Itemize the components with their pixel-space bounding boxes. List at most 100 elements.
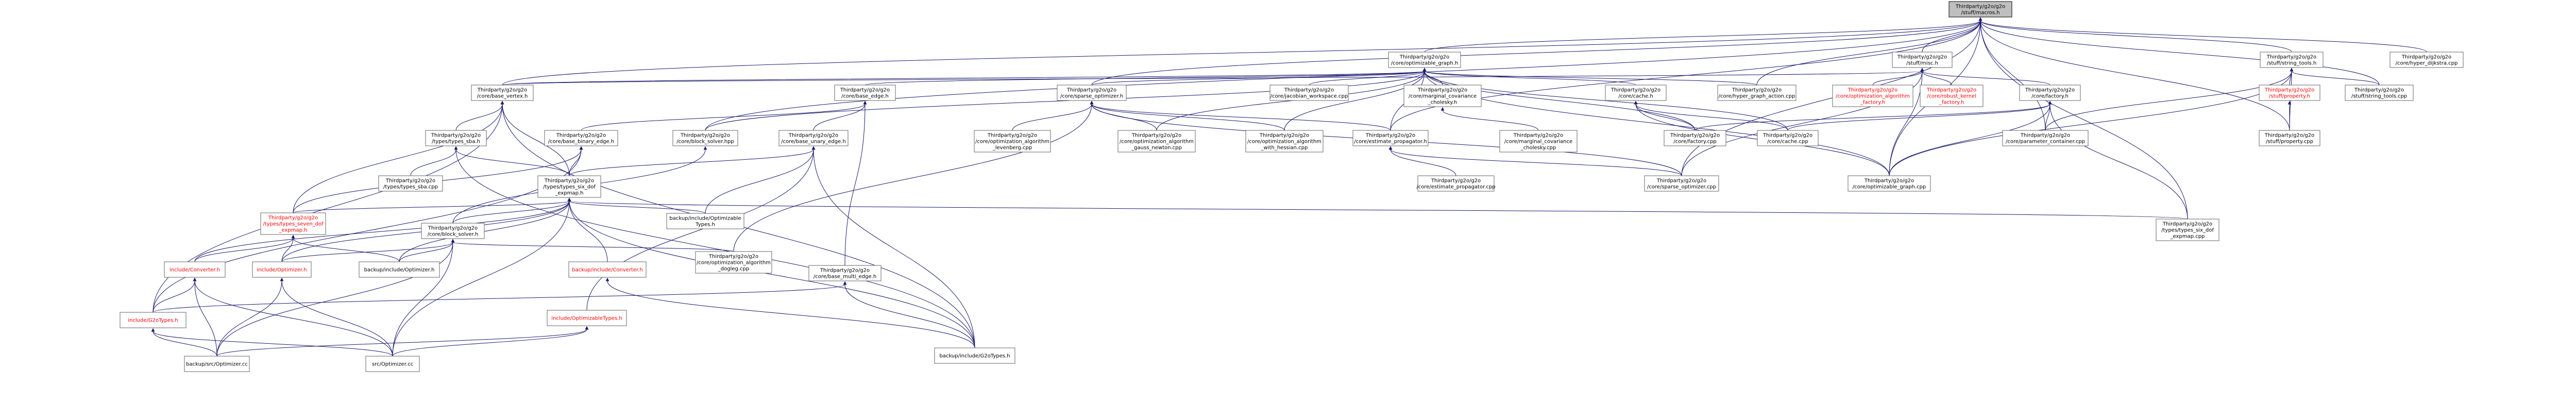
node-box: [1245, 130, 1324, 153]
node-box: [2345, 85, 2414, 101]
node-box: [2389, 52, 2464, 68]
node-label-line: /core/cache.cpp: [1767, 139, 1808, 145]
dependency-edge: [1284, 68, 1427, 131]
node-label-line: /core/base_vertex.h: [477, 94, 528, 99]
graph-node-marg-cov-cpp[interactable]: Thirdparty/g2o/g2o/core/marginal_covaria…: [1499, 130, 1578, 153]
node-label-line: Thirdparty/g2o/g2o: [788, 133, 838, 139]
node-label-line: Thirdparty/g2o/g2o: [1513, 133, 1563, 139]
node-box: [425, 130, 487, 146]
node-label-line: Thirdparty/g2o/g2o: [1955, 4, 2005, 10]
graph-node-types-six-cpp[interactable]: Thirdparty/g2o/g2o/types/types_six_dof_e…: [2156, 219, 2219, 241]
node-box: [2259, 130, 2320, 146]
graph-node-marg-cov-h[interactable]: Thirdparty/g2o/g2o/core/marginal_covaria…: [1403, 85, 1482, 107]
dependency-edge: [1091, 17, 1982, 86]
graph-node-opt-hess[interactable]: Thirdparty/g2o/g2o/core/optimization_alg…: [1245, 130, 1324, 153]
graph-node-factory-h[interactable]: Thirdparty/g2o/g2o/core/factory.h: [2019, 85, 2081, 101]
graph-node-base-binary[interactable]: Thirdparty/g2o/g2o/core/base_binary_edge…: [544, 130, 618, 146]
graph-node-base-edge[interactable]: Thirdparty/g2o/g2o/core/base_edge.h: [834, 85, 896, 101]
dependency-edge: [1756, 17, 1982, 86]
graph-node-backup-optimizer-h[interactable]: backup/include/Optimizer.h: [359, 261, 440, 278]
graph-node-inc-optimizer[interactable]: include/Optimizer.h: [252, 261, 312, 278]
graph-node-jac-ws[interactable]: Thirdparty/g2o/g2o/core/jacobian_workspa…: [1269, 85, 1349, 101]
dependency-edge: [1309, 68, 1427, 86]
node-label-line: /core/block_solver.hpp: [676, 139, 734, 145]
graph-node-root[interactable]: Thirdparty/g2o/g2o/stuff/macros.h: [1948, 1, 2012, 18]
graph-node-block-solver-h[interactable]: Thirdparty/g2o/g2o/core/block_solver.h: [421, 223, 485, 239]
dependency-edge: [2045, 68, 2294, 131]
graph-node-backup-g2otypes[interactable]: backup/include/G2oTypes.h: [934, 347, 1015, 364]
graph-node-inc-converter[interactable]: include/Converter.h: [164, 261, 226, 278]
node-label-line: Thirdparty/g2o/g2o: [1365, 133, 1415, 139]
node-box: [1848, 175, 1931, 192]
graph-node-types-seven[interactable]: Thirdparty/g2o/g2o/types/types_seven_dof…: [260, 212, 326, 235]
node-box: [120, 312, 187, 328]
graph-node-base-unary[interactable]: Thirdparty/g2o/g2o/core/base_unary_edge.…: [778, 130, 849, 146]
graph-node-hyper-graph-action[interactable]: Thirdparty/g2o/g2o/core/hyper_graph_acti…: [1717, 85, 1797, 101]
dependency-edge: [1681, 17, 1982, 176]
graph-node-cache-h[interactable]: Thirdparty/g2o/g2o/core/cache.h: [1605, 85, 1667, 101]
graph-node-opt-gn[interactable]: Thirdparty/g2o/g2o/core/optimization_alg…: [1117, 130, 1196, 153]
graph-node-base-multi[interactable]: Thirdparty/g2o/g2o/core/base_multi_edge.…: [808, 265, 882, 281]
graph-node-backup-opt-types[interactable]: backup/include/OptimizableTypes.h: [666, 213, 744, 229]
node-label-line: Thirdparty/g2o/g2o: [2020, 133, 2070, 139]
graph-node-string-tools-cpp[interactable]: Thirdparty/g2o/g2o/stuff/string_tools.cp…: [2345, 85, 2414, 101]
node-label-line: Thirdparty/g2o/g2o: [2354, 88, 2404, 93]
graph-node-optgraph-cpp[interactable]: Thirdparty/g2o/g2o/core/optimizable_grap…: [1848, 175, 1931, 192]
dependency-edge: [1978, 17, 2290, 131]
graph-node-robust-kernel-factory[interactable]: Thirdparty/g2o/g2o/core/robust_kernel_fa…: [1920, 85, 1984, 107]
graph-node-misc-h[interactable]: Thirdparty/g2o/g2o/stuff/misc.h: [1892, 52, 1953, 68]
dependency-edge: [193, 277, 217, 357]
dependency-edge: [1694, 101, 2052, 131]
graph-node-backup-converter[interactable]: backup/include/Converter.h: [568, 261, 647, 278]
node-label-line: _expmap.h: [555, 191, 584, 196]
node-label-line: /types/types_seven_dof: [263, 222, 324, 227]
graph-node-block-solver-hpp[interactable]: Thirdparty/g2o/g2o/core/block_solver.hpp: [672, 130, 738, 146]
graph-node-cache-cpp[interactable]: Thirdparty/g2o/g2o/core/cache.cpp: [1757, 130, 1819, 146]
node-label-line: /types/types_six_dof: [2161, 228, 2214, 233]
graph-node-opt-alg-factory[interactable]: Thirdparty/g2o/g2o/core/optimization_alg…: [1832, 85, 1913, 107]
dependency-edge: [1978, 17, 2380, 86]
graph-node-base-vertex[interactable]: Thirdparty/g2o/g2o/core/base_vertex.h: [471, 85, 534, 101]
graph-node-property-h[interactable]: Thirdparty/g2o/g2o/stuff/property.h: [2259, 85, 2320, 101]
node-label-line: _expmap.h: [279, 228, 308, 233]
node-label-line: Thirdparty/g2o/g2o: [1431, 178, 1481, 184]
dependency-edge: [2290, 68, 2380, 86]
graph-node-src-opt-cc[interactable]: src/Optimizer.cc: [365, 356, 420, 372]
graph-node-types-sba[interactable]: Thirdparty/g2o/g2o/types/types_sba.h: [425, 130, 487, 146]
graph-node-property-cpp[interactable]: Thirdparty/g2o/g2o/stuff/property.cpp: [2259, 130, 2320, 146]
dependency-edge: [705, 146, 816, 214]
graph-node-inc-opt-types[interactable]: include/OptimizableTypes.h: [547, 310, 627, 326]
graph-node-inc-g2otypes[interactable]: include/G2oTypes.h: [120, 312, 187, 328]
node-box: [808, 265, 882, 281]
graph-node-opt-lev[interactable]: Thirdparty/g2o/g2o/core/optimization_alg…: [974, 130, 1051, 153]
dependency-edge: [152, 277, 197, 313]
graph-node-types-sba-cpp[interactable]: Thirdparty/g2o/g2o/types/types_sba.cpp: [378, 175, 443, 192]
graph-node-est-prop-h[interactable]: Thirdparty/g2o/g2o/core/estimate_propaga…: [1352, 130, 1429, 146]
node-box: [1920, 85, 1984, 107]
node-box: [2019, 85, 2081, 101]
node-box: [1892, 52, 1953, 68]
graph-node-sparse-opt-h[interactable]: Thirdparty/g2o/g2o/core/sparse_optimizer…: [1057, 85, 1127, 101]
node-label-line: include/Converter.h: [170, 267, 220, 273]
node-label-line: Thirdparty/g2o/g2o: [2264, 133, 2314, 139]
graph-node-types-six-h[interactable]: Thirdparty/g2o/g2o/types/types_six_dof_e…: [537, 175, 601, 198]
node-box: [974, 130, 1051, 153]
dependency-edge: [567, 197, 608, 262]
graph-node-opt-dogleg[interactable]: Thirdparty/g2o/g2o/core/optimization_alg…: [695, 251, 772, 274]
node-label-line: Thirdparty/g2o/g2o: [268, 215, 318, 221]
graph-node-sparse-opt-cpp[interactable]: Thirdparty/g2o/g2o/core/sparse_optimizer…: [1644, 175, 1719, 192]
dependency-edge: [1978, 17, 2046, 131]
graph-node-hyper-dijkstra[interactable]: Thirdparty/g2o/g2o/core/hyper_dijkstra.c…: [2389, 52, 2464, 68]
dependency-edge: [216, 277, 284, 357]
graph-node-backup-opt-cc[interactable]: backup/src/Optimizer.cc: [184, 356, 250, 372]
node-label-line: backup/include/G2oTypes.h: [939, 354, 1010, 359]
node-label-line: /types/types_six_dof: [543, 185, 596, 190]
dependency-edge: [281, 239, 455, 262]
graph-node-est-prop-cpp[interactable]: Thirdparty/g2o/g2o/core/estimate_propaga…: [1416, 175, 1496, 192]
dependency-edge: [502, 68, 1427, 86]
graph-node-param-cont[interactable]: Thirdparty/g2o/g2o/core/parameter_contai…: [2002, 130, 2089, 146]
dependency-edge: [733, 101, 1094, 252]
graph-node-string-tools-h[interactable]: Thirdparty/g2o/g2o/stuff/string_tools.h: [2260, 52, 2324, 68]
graph-node-factory-cpp[interactable]: Thirdparty/g2o/g2o/core/factory.cpp: [1664, 130, 1726, 146]
graph-node-optgraph-h[interactable]: Thirdparty/g2o/g2o/core/optimizable_grap…: [1388, 52, 1461, 68]
